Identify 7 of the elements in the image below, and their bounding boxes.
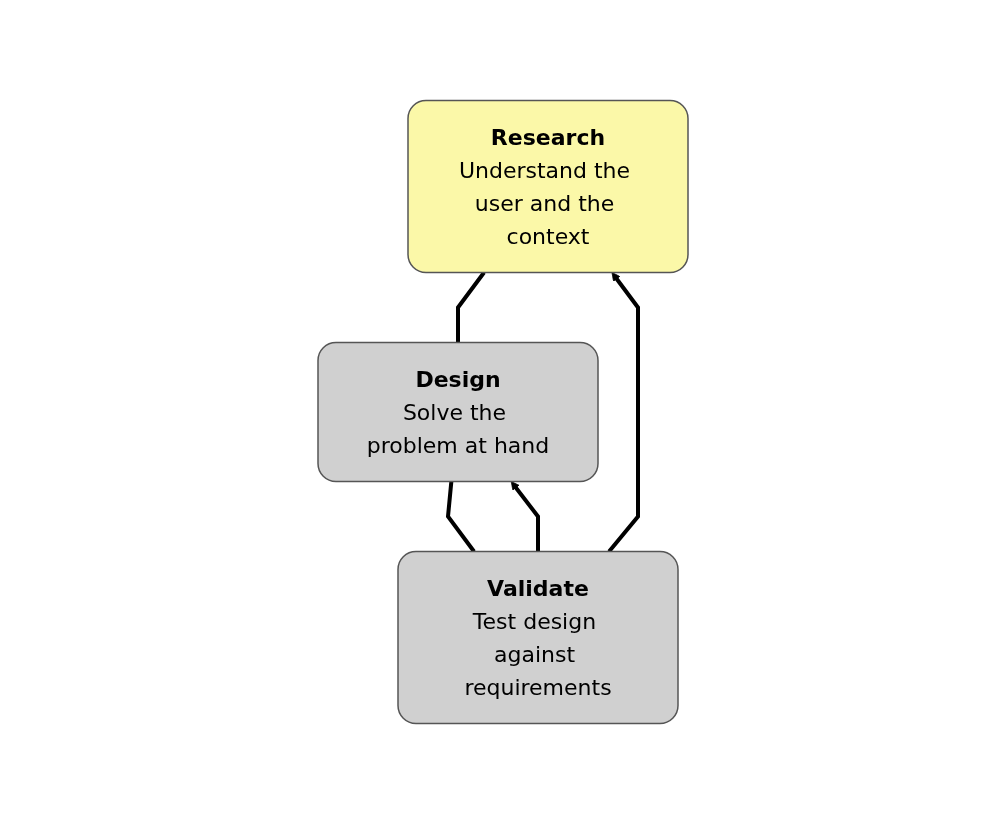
node-box: Validate Test design against requirements [396, 550, 679, 725]
connector [445, 481, 476, 553]
connector [455, 271, 486, 343]
arrow [607, 272, 640, 553]
node-box: Research Understand the user and the context [406, 99, 689, 274]
node-box: Design Solve the problem at hand [316, 341, 599, 483]
arrow [510, 481, 540, 552]
